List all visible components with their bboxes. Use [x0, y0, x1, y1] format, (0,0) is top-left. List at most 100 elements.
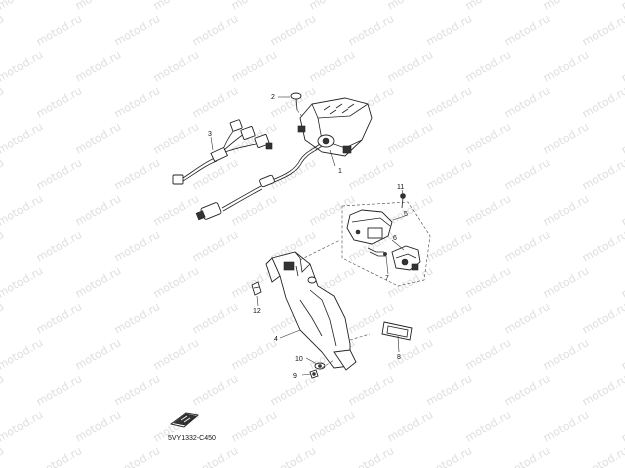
- harness-terminal-cap: [265, 142, 273, 150]
- watermark-text: motod.ru: [73, 48, 123, 84]
- watermark-text: motod.ru: [619, 48, 625, 84]
- socket-wire-7: [367, 247, 384, 253]
- watermark-text: motod.ru: [424, 444, 474, 468]
- watermark-text: motod.ru: [0, 228, 6, 264]
- watermark-text: motod.ru: [112, 228, 162, 264]
- reflector-inner: [386, 325, 409, 338]
- watermark-text: motod.ru: [190, 228, 240, 264]
- callout-5: 5: [404, 211, 408, 218]
- harness-wire-a: [182, 157, 216, 179]
- screw-11-shank: [401, 197, 404, 209]
- watermark-text: motod.ru: [268, 444, 318, 468]
- watermark-text: motod.ru: [502, 84, 552, 120]
- watermark-text: motod.ru: [112, 300, 162, 336]
- watermark-text: motod.ru: [34, 84, 84, 120]
- socket-center: [401, 258, 409, 266]
- watermark-text: motod.ru: [580, 300, 625, 336]
- fastener-axis: [321, 359, 335, 369]
- wire-end: [383, 252, 387, 256]
- screw-head: [290, 92, 302, 100]
- watermark-text: motod.ru: [307, 48, 357, 84]
- watermark-text: motod.ru: [385, 336, 435, 372]
- callout-2: 2: [271, 94, 275, 101]
- tail-light-lead-wire: [271, 143, 321, 181]
- watermark-text: motod.ru: [541, 192, 591, 228]
- watermark-text: motod.ru: [151, 336, 201, 372]
- watermark-text: motod.ru: [73, 408, 123, 444]
- watermark-text: motod.ru: [541, 264, 591, 300]
- watermark-text: motod.ru: [580, 156, 625, 192]
- watermark-text: motod.ru: [502, 12, 552, 48]
- watermark-text: motod.ru: [502, 372, 552, 408]
- watermark-text: motod.ru: [619, 192, 625, 228]
- watermark-text: motod.ru: [73, 0, 123, 13]
- mount-boss-left: [297, 125, 306, 133]
- watermark-text: motod.ru: [346, 372, 396, 408]
- watermark-text: motod.ru: [619, 408, 625, 444]
- watermark-text: motod.ru: [424, 228, 474, 264]
- callout-12: 12: [253, 308, 261, 315]
- watermark-text: motod.ru: [541, 120, 591, 156]
- bracket-flange: [265, 257, 281, 283]
- housing-hole: [355, 229, 361, 235]
- fasteners-9-10: [309, 359, 335, 379]
- grommet-line: [253, 286, 260, 289]
- watermark-text: motod.ru: [0, 264, 45, 300]
- watermark-text: motod.ru: [151, 0, 201, 13]
- watermark-text: motod.ru: [73, 264, 123, 300]
- lead-grommet: [259, 174, 275, 188]
- watermark-text: motod.ru: [463, 408, 513, 444]
- grommet-12: [251, 281, 262, 296]
- watermark-text: motod.ru: [0, 156, 6, 192]
- watermark-text: motod.ru: [0, 192, 45, 228]
- callout-11: 11: [397, 184, 404, 191]
- watermark-text: motod.ru: [502, 444, 552, 468]
- front-direction-icon: [169, 412, 200, 428]
- bracket-to-housing: [299, 239, 341, 261]
- reflector-8: [381, 321, 413, 341]
- watermark-text: motod.ru: [580, 12, 625, 48]
- screw-shank: [295, 98, 298, 111]
- bulb-socket-center: [322, 137, 330, 145]
- watermark-text: motod.ru: [268, 156, 318, 192]
- callout-1: 1: [338, 168, 342, 175]
- watermark-text: motod.ru: [385, 0, 435, 13]
- watermark-text: motod.ru: [0, 0, 45, 13]
- callout-6: 6: [393, 235, 397, 242]
- watermark-text: motod.ru: [0, 444, 6, 468]
- watermark-text: motod.ru: [0, 48, 45, 84]
- watermark-text: motod.ru: [463, 336, 513, 372]
- watermark-text: motod.ru: [34, 372, 84, 408]
- callouts: 1 2 3 4 5 6 7 8 9 10 11 12: [208, 94, 408, 380]
- watermark-text: motod.ru: [346, 444, 396, 468]
- watermark-text: motod.ru: [385, 120, 435, 156]
- callout-10: 10: [295, 356, 303, 363]
- watermark-text: motod.ru: [346, 12, 396, 48]
- watermark-text: motod.ru: [190, 12, 240, 48]
- lead-wire-lower-2: [222, 188, 263, 212]
- watermark-text: motod.ru: [151, 264, 201, 300]
- bracket-foot: [333, 349, 357, 371]
- mount-boss: [342, 145, 352, 154]
- callout-4: 4: [274, 336, 278, 343]
- watermark-text: motod.ru: [385, 48, 435, 84]
- watermark-text: motod.ru: [112, 444, 162, 468]
- watermark-text: motod.ru: [34, 12, 84, 48]
- watermark-text: motod.ru: [0, 336, 45, 372]
- callout-8: 8: [397, 354, 401, 361]
- nut-hole: [312, 372, 316, 376]
- harness-wire-d: [224, 143, 257, 153]
- license-light-group: [341, 193, 431, 287]
- watermark-text: motod.ru: [541, 0, 591, 13]
- watermark-text: motod.ru: [463, 264, 513, 300]
- watermark-text: motod.ru: [580, 444, 625, 468]
- watermark-text: motod.ru: [151, 192, 201, 228]
- watermark-text: motod.ru: [190, 444, 240, 468]
- watermark-text: motod.ru: [112, 12, 162, 48]
- watermark-text: motod.ru: [502, 156, 552, 192]
- harness-terminal-3: [254, 134, 270, 148]
- tail-light-lead-wire-2: [273, 145, 323, 183]
- screw-2: [290, 92, 304, 119]
- watermark-text: motod.ru: [541, 336, 591, 372]
